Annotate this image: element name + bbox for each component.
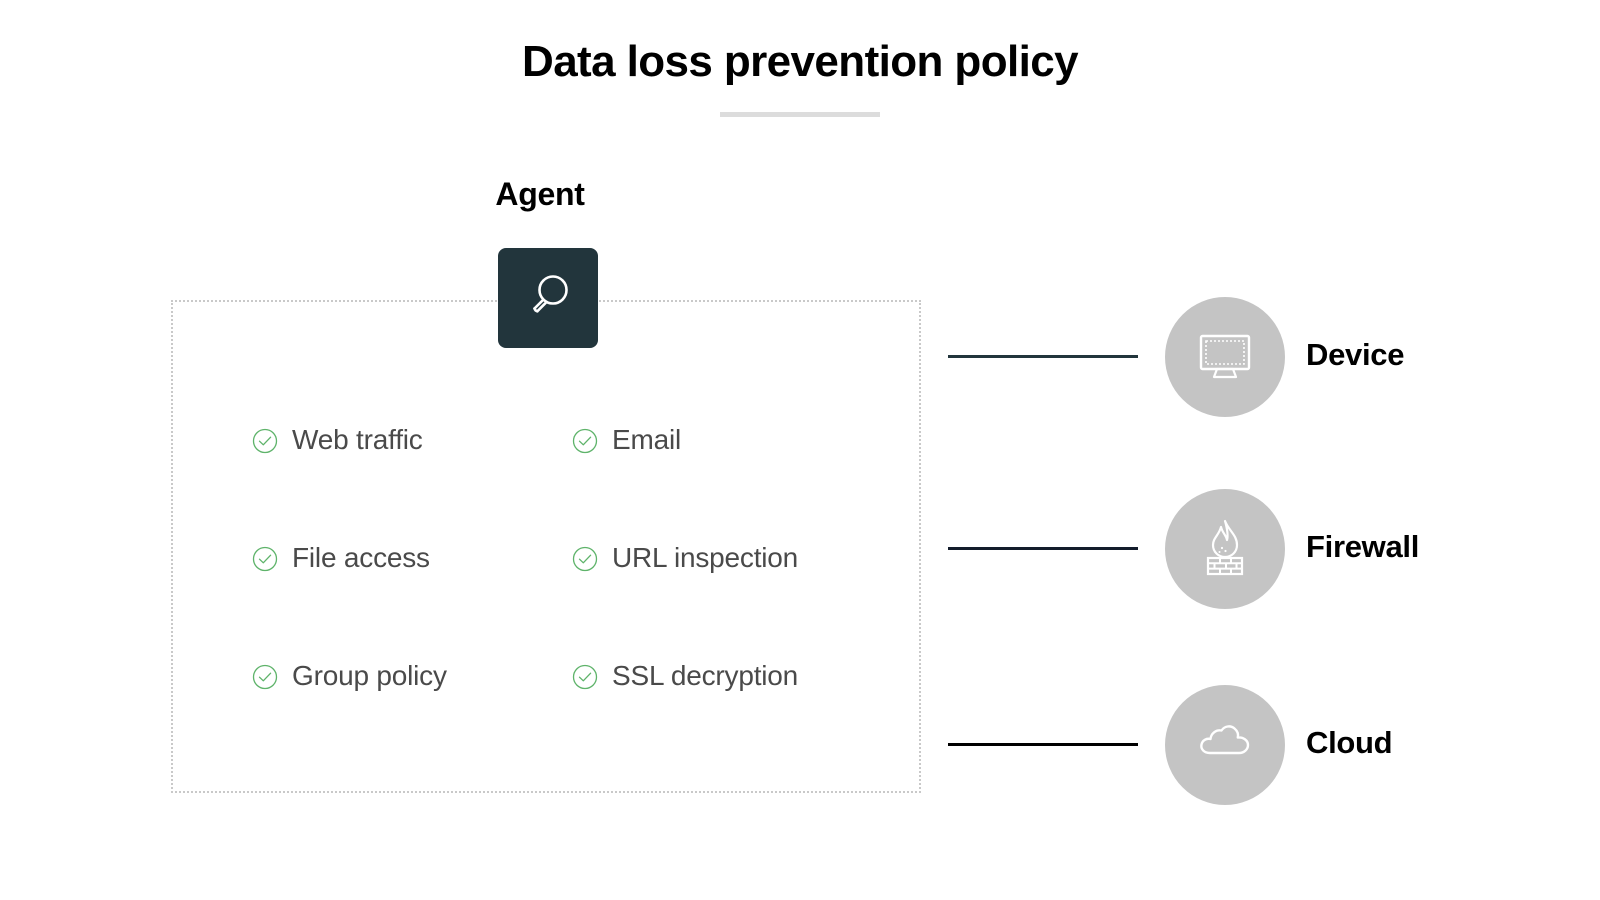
list-item: File access bbox=[252, 542, 572, 660]
node-icon-circle-device[interactable] bbox=[1165, 297, 1285, 417]
list-item-label: Web traffic bbox=[292, 424, 423, 455]
cloud-icon bbox=[1191, 709, 1259, 782]
check-circle-icon bbox=[252, 546, 278, 577]
node-icon-circle-cloud[interactable] bbox=[1165, 685, 1285, 805]
list-item: Web traffic bbox=[252, 424, 572, 542]
capability-checklist: Web traffic Email File access bbox=[252, 424, 892, 778]
list-item: URL inspection bbox=[572, 542, 892, 660]
node-label-cloud: Cloud bbox=[1306, 725, 1393, 760]
check-circle-icon bbox=[572, 546, 598, 577]
connector-line-firewall bbox=[948, 547, 1138, 550]
list-item-label: Email bbox=[612, 424, 682, 455]
list-item-label: Group policy bbox=[292, 660, 447, 691]
check-circle-icon bbox=[252, 664, 278, 695]
list-item-label: SSL decryption bbox=[612, 660, 799, 691]
list-item-label: URL inspection bbox=[612, 542, 799, 573]
node-label-device: Device bbox=[1306, 337, 1405, 372]
list-item: Group policy bbox=[252, 660, 572, 778]
check-circle-icon bbox=[572, 428, 598, 459]
check-circle-icon bbox=[572, 664, 598, 695]
connector-line-device bbox=[948, 355, 1138, 358]
page-title: Data loss prevention policy bbox=[522, 37, 1079, 86]
list-item: SSL decryption bbox=[572, 660, 892, 778]
check-circle-icon bbox=[252, 428, 278, 459]
agent-tile[interactable] bbox=[498, 248, 598, 348]
agent-section-label: Agent bbox=[495, 176, 585, 212]
node-icon-circle-firewall[interactable] bbox=[1165, 489, 1285, 609]
checklist-row: Group policy SSL decryption bbox=[252, 660, 892, 778]
connector-line-cloud bbox=[948, 743, 1138, 746]
checklist-row: File access URL inspection bbox=[252, 542, 892, 660]
checklist-row: Web traffic Email bbox=[252, 424, 892, 542]
magnifying-glass-icon bbox=[522, 270, 574, 327]
title-underline-rule bbox=[720, 112, 880, 117]
monitor-icon bbox=[1193, 323, 1257, 392]
node-label-firewall: Firewall bbox=[1306, 529, 1420, 564]
node-cloud: Cloud bbox=[940, 682, 1560, 808]
node-firewall: Firewall bbox=[940, 486, 1560, 612]
node-device: Device bbox=[940, 294, 1560, 420]
list-item-label: File access bbox=[292, 542, 430, 573]
firewall-icon bbox=[1193, 515, 1257, 584]
list-item: Email bbox=[572, 424, 892, 542]
